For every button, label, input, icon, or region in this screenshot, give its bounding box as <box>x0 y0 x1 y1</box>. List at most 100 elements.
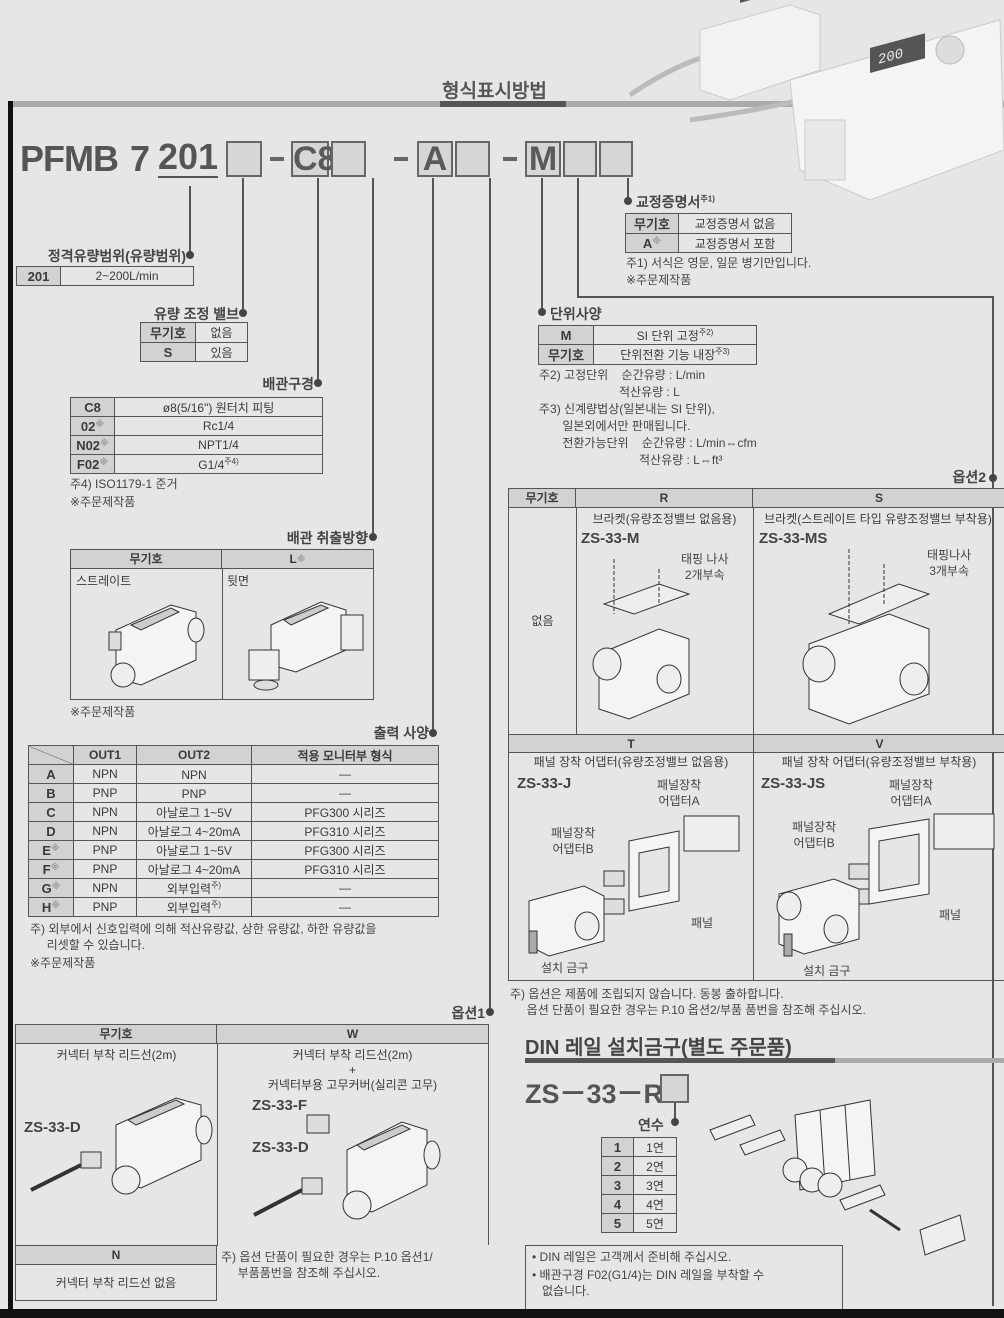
output-note: 주) 외부에서 신호입력에 의해 적산유량값, 상한 유량값, 하한 유량값을 … <box>30 922 377 952</box>
panel-adapter-t-image <box>528 815 740 957</box>
made-to-order-mark: ※ <box>95 418 105 429</box>
part-zs-33-j: ZS-33-J <box>517 775 572 792</box>
din-heading: DIN 레일 설치금구(별도 주문품) <box>525 1037 792 1059</box>
monitor-cell: PFG300 시리즈 <box>251 802 439 822</box>
code-box-direction <box>331 141 366 177</box>
out2-cell: 외부입력주) <box>136 878 252 898</box>
model-series: 7 <box>130 138 151 179</box>
table-row: 02※ Rc1/4 <box>70 416 323 436</box>
calibration-note: 주1) 서식은 영문, 일문 병기만입니다. <box>626 256 812 270</box>
count-code: 5 <box>601 1213 634 1233</box>
value-cell: 없음 <box>195 322 248 343</box>
flow-valve-label: 유량 조정 밸브 <box>153 306 239 322</box>
made-to-order-mark: ※ <box>50 842 60 853</box>
monitor-cell: PFG310 시리즈 <box>251 821 439 841</box>
v-desc: 패널 장착 어댑터(유량조정밸브 부착용) <box>781 755 977 769</box>
count-code: 4 <box>601 1194 634 1214</box>
out1-cell: PNP <box>73 840 137 860</box>
code-dash <box>394 157 408 161</box>
straight-sensor-image <box>108 604 205 688</box>
monitor-cell: — <box>251 878 439 898</box>
header-out1: OUT1 <box>73 745 137 765</box>
code-cell: E <box>42 842 51 858</box>
v-panel: 패널 <box>939 908 962 922</box>
code-cell: S <box>140 342 196 362</box>
pipe-size-note: 주4) ISO1179-1 준거 <box>70 477 178 491</box>
value-cell: 교정증명서 포함 <box>678 233 792 253</box>
out1-cell: PNP <box>73 859 137 879</box>
made-to-order-note: ※주문제작품 <box>70 705 136 719</box>
code-cell: D <box>46 823 56 839</box>
value-cell: SI 단위 고정 <box>636 328 699 343</box>
code-cell: G <box>41 880 52 896</box>
rated-flow-label: 정격유량범위(유량범위) <box>47 248 186 264</box>
code-box-calibration <box>599 141 633 177</box>
code-cell: 02 <box>80 418 96 434</box>
code-cell: 무기호 <box>634 217 670 232</box>
code-cell: H <box>41 899 52 915</box>
footnote-ref: 주2) <box>698 327 714 337</box>
out2-cell: 아날로그 1~5V <box>136 802 252 822</box>
value-cell: Rc1/4 <box>202 419 235 433</box>
t-bracket: 설치 금구 <box>541 961 589 975</box>
code-box-option2 <box>563 141 597 177</box>
footnote-ref: 주) <box>211 899 222 909</box>
out2-cell: NPN <box>136 764 252 784</box>
value-cell: G1/4 <box>198 458 225 472</box>
part-zs-33-js: ZS-33-JS <box>761 775 826 792</box>
w-desc-2: 커넥터부용 고무커버(실리콘 고무) <box>267 1078 438 1092</box>
out2-cell: 외부입력주) <box>136 897 252 917</box>
header-s: S <box>753 489 1004 508</box>
part-zs-33-d: ZS-33-D <box>252 1139 309 1156</box>
rear-sensor-image <box>248 601 364 691</box>
header-monitor: 적용 모니터부 형식 <box>251 745 439 765</box>
din-heading-underline <box>525 1058 835 1063</box>
header-t: T <box>509 735 753 753</box>
table-row: F02※G1/4주4) <box>70 454 323 474</box>
code-cell: C <box>46 804 56 820</box>
model-range: 201 <box>158 136 219 178</box>
option1-label: 옵션1 <box>451 1005 485 1021</box>
din-code-box <box>660 1074 689 1103</box>
calibration-label: 교정증명서주1) <box>636 192 715 212</box>
blank-none: 없음 <box>531 614 554 628</box>
bracket-s-image <box>802 549 931 725</box>
r-screw-note: 태핑 나사 2개부속 <box>681 552 729 582</box>
rear-label: 뒷면 <box>227 574 250 588</box>
out1-cell: NPN <box>73 878 137 898</box>
s-desc: 브라켓(스트레이트 타입 유량조정밸브 부착용) <box>764 512 992 526</box>
r-desc: 브라켓(유량조정밸브 없음용) <box>592 512 737 526</box>
left-border <box>8 101 13 1318</box>
code-box-option1 <box>455 141 490 177</box>
pipe-direction-table: 무기호 L※ 스트레이트 뒷면 <box>70 549 374 700</box>
part-zs-33-d: ZS-33-D <box>24 1119 81 1136</box>
header-blank: 무기호 <box>16 1025 217 1044</box>
pipe-direction-label: 배관 취출방향 <box>286 530 368 546</box>
code-box-valve <box>226 141 262 177</box>
header-out2: OUT2 <box>136 745 252 765</box>
bottom-border <box>0 1309 1004 1318</box>
header-r: R <box>576 489 753 508</box>
footnote-ref: 주3) <box>715 347 730 356</box>
made-to-order-mark: ※ <box>51 899 61 910</box>
monitor-cell: — <box>251 897 439 917</box>
code-box-unit: M <box>525 141 561 177</box>
out2-text: 아날로그 1~5V <box>156 805 232 820</box>
count-value: 3연 <box>633 1175 677 1195</box>
s-screw-note: 태핑나사 3개부속 <box>927 548 972 578</box>
out2-text: NPN <box>181 767 207 782</box>
